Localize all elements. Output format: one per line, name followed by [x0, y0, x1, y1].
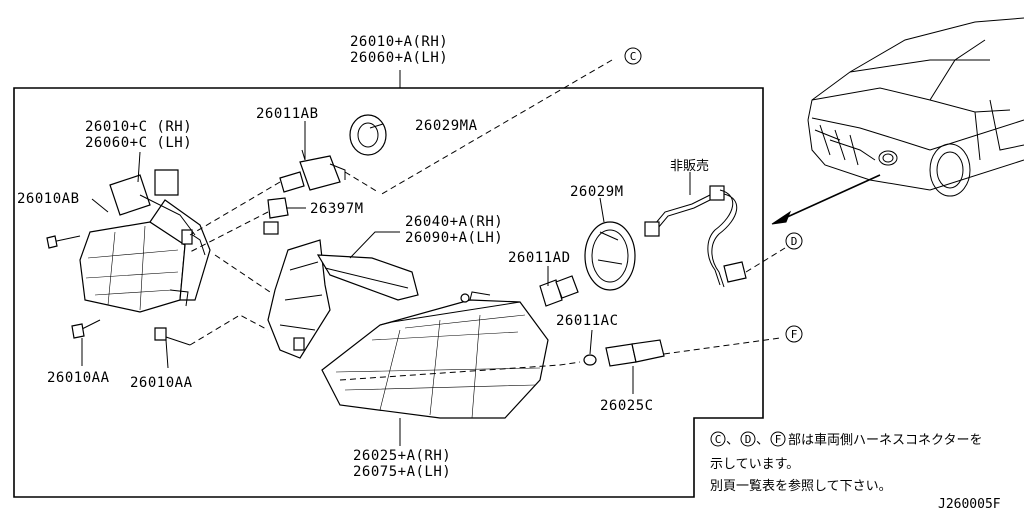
bracket-26040a: [267, 239, 419, 359]
label-socket-26397m: 26397M: [310, 201, 364, 217]
cap-26029m: [584, 221, 636, 291]
note-ref-f: F: [775, 433, 782, 446]
car-pointer-arrow: [784, 174, 881, 219]
note-sep-2: 、: [756, 433, 769, 448]
label-lamp-assy-bottom-lh: 26075+A(LH): [353, 464, 451, 480]
ref-circle-c: C: [624, 47, 642, 65]
cap-26029ma: [349, 114, 387, 156]
arrow-head-icon: [771, 210, 792, 225]
screw-26010ab: [46, 235, 81, 249]
label-screw-26010aa-1: 26010AA: [47, 370, 110, 386]
label-bracket-rh: 26040+A(RH): [405, 214, 503, 230]
diagram-frame: [13, 87, 764, 498]
leader-lines: [81, 70, 691, 446]
label-not-for-sale: 非販売: [670, 158, 709, 174]
label-cap-26029ma: 26029MA: [415, 118, 478, 134]
bulb-26011ac: [583, 354, 597, 366]
note-ref-d: D: [745, 433, 752, 446]
note-ref-c: C: [715, 433, 722, 446]
label-lamp-assy-bottom-rh: 26025+A(RH): [353, 448, 451, 464]
label-bulb-26011ac: 26011AC: [556, 313, 619, 329]
label-fog-assy-rh: 26010+C (RH): [85, 119, 192, 135]
label-lamp-assy-top-rh: 26010+A(RH): [350, 34, 448, 50]
svg-text:F: F: [791, 328, 798, 341]
assembly-dashed-lines: [189, 59, 786, 381]
label-lamp-assy-top-lh: 26060+A(LH): [350, 50, 448, 66]
note-line-1: 部は車両側ハーネスコネクターを: [788, 433, 982, 448]
bulb-26011ad: [539, 275, 579, 307]
figure-code: J260005F: [938, 497, 1001, 512]
svg-text:D: D: [791, 235, 798, 248]
svg-text:C: C: [630, 50, 637, 63]
screw-26010aa-1: [71, 319, 101, 339]
label-fog-assy-lh: 26060+C (LH): [85, 135, 192, 151]
note-sep-1: 、: [726, 433, 739, 448]
fog-lamp-assembly: [79, 169, 211, 313]
ref-circle-f: F: [785, 325, 803, 343]
bulb-26011ab: [279, 149, 346, 193]
note-line-2: 示しています。: [710, 457, 799, 472]
headlamp-assembly: [321, 291, 549, 419]
harness-not-for-sale: [644, 185, 747, 288]
label-bulb-26011ad: 26011AD: [508, 250, 571, 266]
label-screw-26010ab: 26010AB: [17, 191, 80, 207]
label-bulb-26011ab: 26011AB: [256, 106, 319, 122]
label-socket-26025c: 26025C: [600, 398, 654, 414]
label-screw-26010aa-2: 26010AA: [130, 375, 193, 391]
screw-26010aa-2: [154, 327, 191, 346]
socket-26397m: [263, 197, 289, 235]
car-silhouette: [807, 17, 1024, 197]
label-cap-26029m: 26029M: [570, 184, 624, 200]
ref-circle-d: D: [785, 232, 803, 250]
socket-26025c: [605, 339, 665, 367]
label-bracket-lh: 26090+A(LH): [405, 230, 503, 246]
note-line-3: 別頁一覧表を参照して下さい。: [710, 478, 892, 494]
harness-connector-note: C 、 D 、 F 部は車両側ハーネスコネクターを 示しています。 別頁一覧表を…: [710, 431, 982, 494]
